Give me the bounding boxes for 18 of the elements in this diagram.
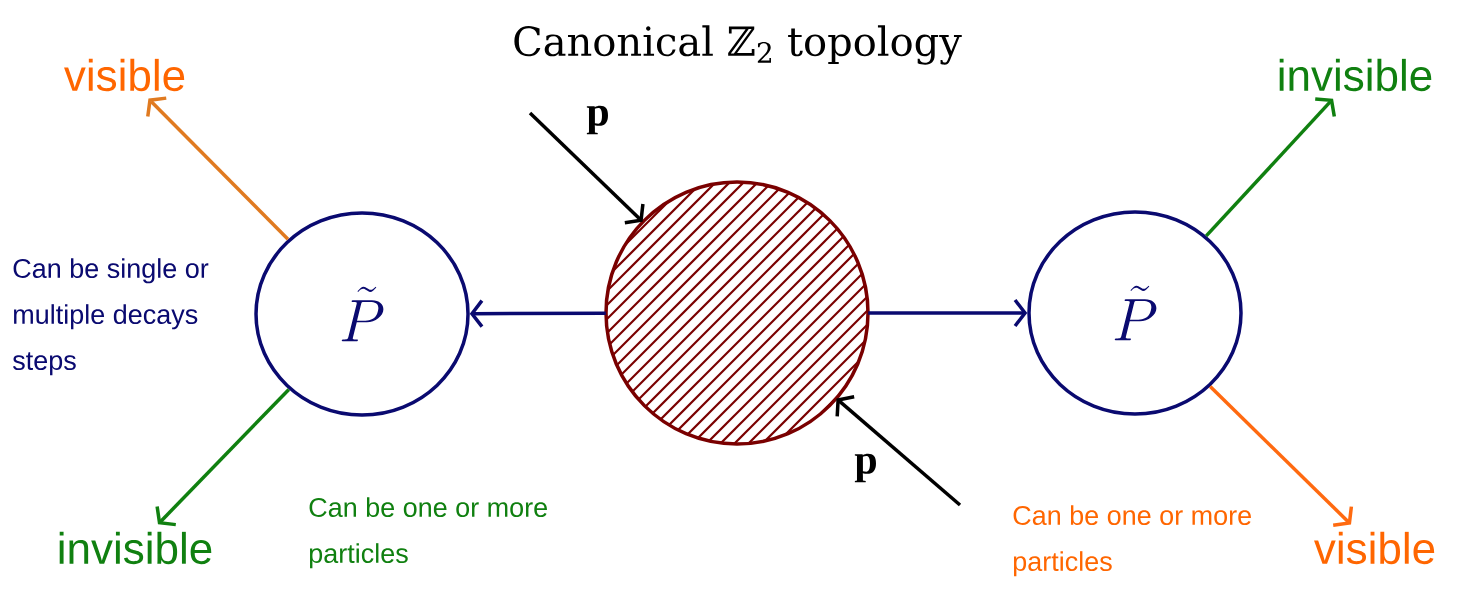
arrow [1208, 385, 1354, 527]
particle-label: invisible [59, 531, 212, 565]
arrow [528, 111, 645, 225]
particle-label: visible [64, 58, 185, 92]
arrow [868, 298, 1028, 328]
arrow [155, 388, 291, 527]
arrow [1204, 97, 1337, 238]
note-text: Can be one or more particles [309, 497, 547, 569]
arrow [146, 96, 290, 241]
edge-label: p [853, 452, 879, 484]
particle-label: invisible [1279, 58, 1432, 92]
title: Canonical ℤ$_{2}$ topology [514, 25, 962, 65]
particle-label: visible [1314, 531, 1435, 565]
arrow [835, 395, 962, 507]
edge-label: p [585, 104, 611, 136]
arrow [469, 299, 606, 328]
note-text: Can be one or more particles [1013, 505, 1251, 577]
note-text: Can be single or multiple decays steps [12, 258, 209, 376]
